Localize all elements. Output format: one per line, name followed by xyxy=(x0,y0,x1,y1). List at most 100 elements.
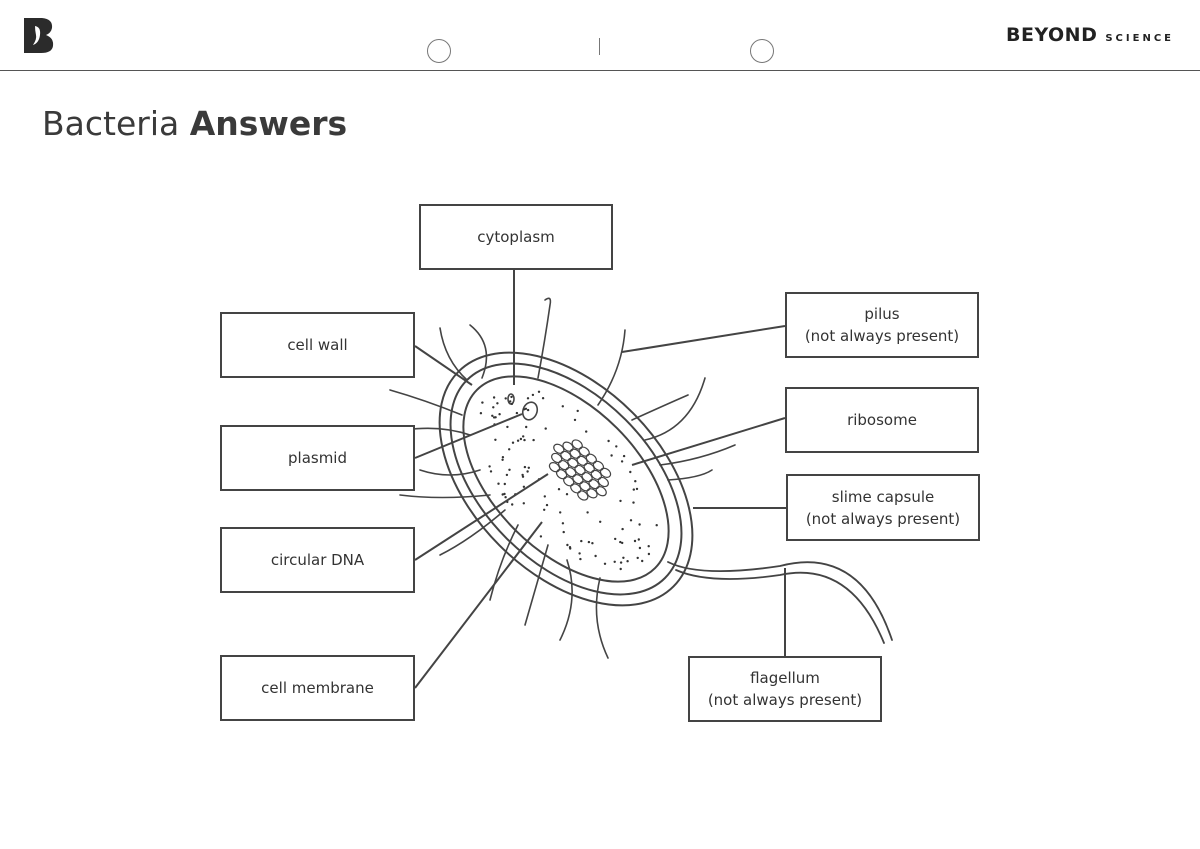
label-pilus: pilus (not always present) xyxy=(785,292,979,358)
ribosome-dot xyxy=(619,561,623,564)
ribosome-dot xyxy=(511,503,514,506)
ribosome-dot xyxy=(566,543,569,547)
ribosome-dot xyxy=(591,542,594,545)
label-pilus-note: (not always present) xyxy=(804,327,960,345)
pili xyxy=(389,297,736,659)
brand-wordmark: BEYOND SCIENCE xyxy=(1006,24,1174,46)
flagellum xyxy=(667,561,893,644)
ribosome-dot xyxy=(579,557,582,561)
ribosome-dot xyxy=(638,523,641,526)
title-regular: Bacteria xyxy=(42,104,180,143)
ribosome-dot xyxy=(526,397,530,400)
ribosome-dot xyxy=(587,540,591,544)
ribosome-dot xyxy=(532,438,535,442)
ribosome-dot xyxy=(489,470,493,473)
dna-coil xyxy=(588,478,600,490)
ribosome-dot xyxy=(586,511,589,514)
dna-coil xyxy=(578,446,590,457)
ribosome-dot xyxy=(545,503,549,507)
leader-ribosome xyxy=(631,417,786,466)
dna-coil xyxy=(583,462,595,474)
ribosome-dot xyxy=(585,430,588,433)
ribosome-dot xyxy=(508,468,511,471)
ribosome-dot xyxy=(641,559,644,563)
ribosome-dot xyxy=(515,411,519,415)
brand-main: BEYOND xyxy=(1005,24,1098,46)
label-cell-wall-text: cell wall xyxy=(287,336,348,354)
ribosome-dot xyxy=(655,524,658,527)
ribosome-dot xyxy=(501,456,505,459)
dna-coil xyxy=(555,469,568,480)
ribosome-dot xyxy=(578,552,581,555)
ribosome-dot xyxy=(511,441,515,444)
ribosome-dot xyxy=(526,470,529,473)
ribosome-dot xyxy=(561,405,564,408)
label-flagellum: flagellum (not always present) xyxy=(688,656,882,722)
ribosome-dot xyxy=(539,535,543,538)
ribosome-dot xyxy=(521,475,525,478)
dna-coil xyxy=(597,476,609,488)
ribosome-dot xyxy=(510,395,513,399)
ribosome-dot xyxy=(516,439,520,442)
ribosome-dot xyxy=(621,541,624,545)
label-cytoplasm: cytoplasm xyxy=(419,204,613,270)
dna-coil xyxy=(574,464,586,476)
ribosome-dot xyxy=(506,425,509,429)
ribosome-dot xyxy=(525,425,528,429)
ribosome-dot xyxy=(629,470,632,474)
dna-coil xyxy=(571,439,583,450)
ribosome-dot xyxy=(523,465,527,469)
ribosome-dot xyxy=(607,439,610,443)
ribosome-dot xyxy=(479,412,483,415)
dna-coil xyxy=(585,453,597,464)
ribosome-dot xyxy=(510,402,514,406)
ribosome-dot xyxy=(580,539,583,543)
label-circular-dna-text: circular DNA xyxy=(270,551,365,569)
ribosome-dot xyxy=(519,437,523,441)
ribosome-dot xyxy=(633,539,637,543)
ribosome-dot xyxy=(509,400,512,403)
ribosome-dot xyxy=(632,501,635,504)
ribosome-dot xyxy=(636,556,639,560)
dna-coil xyxy=(553,443,565,454)
ribosome-dot xyxy=(523,438,526,442)
ribosome-dot xyxy=(603,562,607,565)
leader-plasmid xyxy=(414,413,523,459)
ribosome-dot xyxy=(522,435,525,438)
ribosome-dot xyxy=(492,406,495,409)
ribosome-dot xyxy=(559,511,562,514)
ribosome-dot xyxy=(619,567,622,571)
ribosome-dot xyxy=(615,445,618,448)
ribosome-dot xyxy=(543,508,546,511)
circular-dna xyxy=(548,439,612,501)
dna-coil xyxy=(576,455,588,466)
ribosome-dot xyxy=(481,401,484,404)
ribosome-dot xyxy=(503,482,506,486)
ribosome-dot xyxy=(647,552,651,556)
ribosome-dot xyxy=(622,556,625,559)
ribosome-dot xyxy=(504,397,507,400)
label-slime-capsule-text: slime capsule xyxy=(831,487,935,506)
ribosome-dot xyxy=(526,408,530,412)
dna-coil xyxy=(590,469,602,481)
ribosome-dot xyxy=(492,396,496,399)
dna-coil xyxy=(599,467,612,478)
dna-coil xyxy=(548,462,561,473)
dna-coil xyxy=(565,466,577,478)
ribosome-dot xyxy=(496,402,499,405)
dna-coil xyxy=(567,457,579,469)
dna-coil xyxy=(577,490,589,501)
ribosome-dot xyxy=(647,545,650,548)
cell-envelope xyxy=(438,351,694,607)
ribosome-dot xyxy=(619,499,622,503)
beyond-logo-icon xyxy=(24,18,54,53)
ribosome-dot xyxy=(637,538,640,541)
header-bar: BEYOND SCIENCE xyxy=(0,0,1200,71)
title-bold: Answers xyxy=(189,104,348,143)
label-plasmid-text: plasmid xyxy=(288,449,347,467)
ribosome-dot xyxy=(544,427,547,430)
ribosome-dot xyxy=(568,546,572,549)
dna-coil xyxy=(569,448,581,459)
ribosome-dot xyxy=(613,560,616,563)
